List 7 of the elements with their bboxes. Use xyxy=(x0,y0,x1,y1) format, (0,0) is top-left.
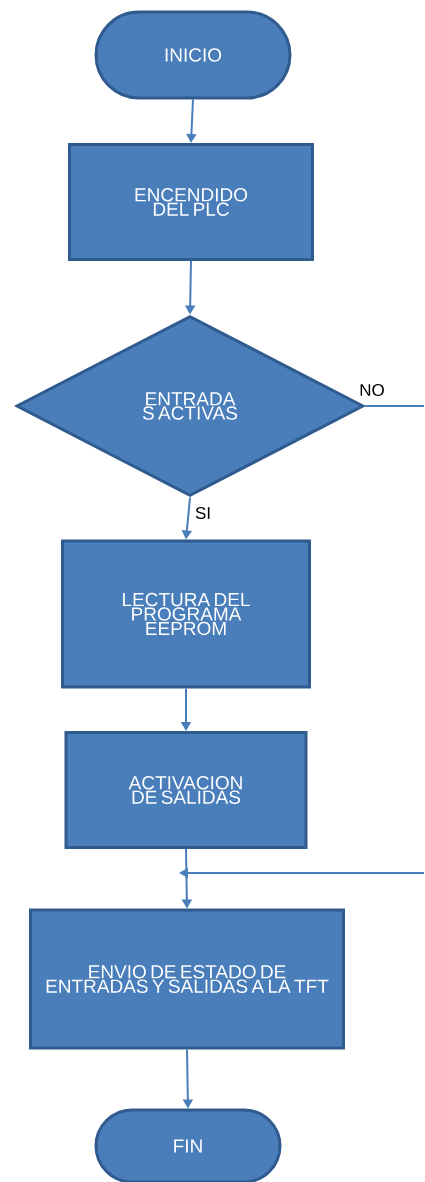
edge-label: SI xyxy=(193,506,213,521)
terminal-box: FIN xyxy=(94,1108,282,1182)
process-box: LECTURA DEL PROGRAMA EEPROM xyxy=(61,539,311,689)
process-box: ACTIVACION DE SALIDAS xyxy=(64,731,308,849)
terminal-box: INICIO xyxy=(94,10,292,100)
process-box: ENCENDIDO DEL PLC xyxy=(68,143,314,261)
process-box: ENVIO DE ESTADO DE ENTRADAS Y SALIDAS A LA TFT xyxy=(29,908,345,1050)
